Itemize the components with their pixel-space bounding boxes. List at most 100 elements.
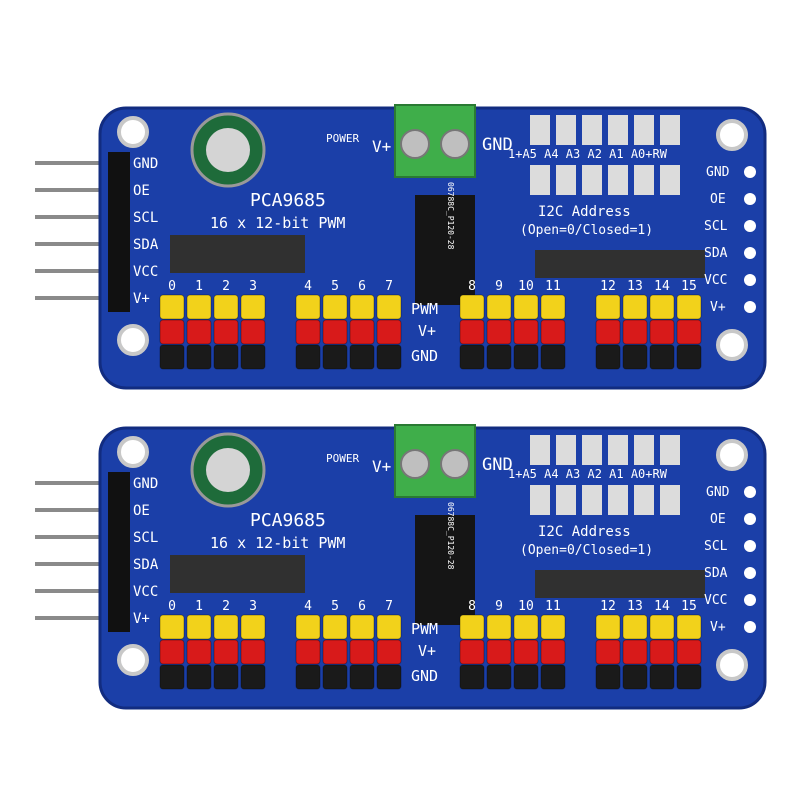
pwm-pin — [486, 614, 512, 640]
vplus-pin — [459, 319, 485, 345]
pwm-pin — [349, 294, 375, 320]
address-jumpers — [530, 435, 680, 515]
pca9685-chip — [415, 515, 475, 625]
pin-label-left-4: VCC — [133, 264, 158, 280]
i2c-note: (Open=0/Closed=1) — [520, 223, 653, 238]
vplus-pin — [486, 639, 512, 665]
pin-label-right-5: V+ — [710, 300, 726, 315]
gnd-pin — [486, 664, 512, 690]
vplus-pin — [186, 319, 212, 345]
board-graphic: GND OE SCL SDA VCC V+ PCA9685 16 x 12-bi… — [35, 424, 767, 710]
vplus-pin — [349, 639, 375, 665]
pin-label-right-4: VCC — [704, 273, 727, 288]
vplus-pin — [622, 319, 648, 345]
vplus-pin — [649, 319, 675, 345]
channel-label: 6 — [358, 599, 366, 614]
i2c-title: I2C Address — [538, 524, 631, 540]
resistor-array-left — [170, 555, 305, 593]
gnd-pin — [186, 344, 212, 370]
vplus-pin — [376, 319, 402, 345]
channel-label: 10 — [518, 279, 534, 294]
pin-label-left-2: SCL — [133, 210, 158, 226]
channel-label: 12 — [600, 599, 616, 614]
pwm-pin — [676, 614, 702, 640]
pwm-pin — [240, 614, 266, 640]
gnd-pin — [159, 344, 185, 370]
row-label-vplus: V+ — [418, 642, 436, 660]
mount-hole — [117, 436, 149, 468]
gnd-pin — [622, 664, 648, 690]
gnd-pin — [295, 664, 321, 690]
board-graphic: GND OE SCL SDA VCC V+ PCA9685 16 x 12-bi… — [35, 104, 767, 390]
channel-label: 4 — [304, 279, 312, 294]
channel-label: 5 — [331, 279, 339, 294]
gnd-pin — [486, 344, 512, 370]
pwm-pin — [186, 614, 212, 640]
vplus-pin — [213, 639, 239, 665]
pwm-pin — [159, 614, 185, 640]
pwm-pin — [213, 294, 239, 320]
gnd-pin — [213, 664, 239, 690]
mount-hole — [716, 119, 748, 151]
channel-label: 8 — [468, 599, 476, 614]
gnd-pin — [513, 664, 539, 690]
chip-subtitle: 16 x 12-bit PWM — [210, 214, 345, 232]
gnd-pin — [349, 664, 375, 690]
pwm-pin — [322, 294, 348, 320]
gnd-pin — [622, 344, 648, 370]
channel-label: 3 — [249, 279, 257, 294]
vplus-pin — [595, 319, 621, 345]
row-label-pwm: PWM — [411, 620, 438, 638]
vplus-pin — [159, 319, 185, 345]
servo-headers — [159, 294, 702, 370]
pwm-pin — [540, 614, 566, 640]
pin-label-right-1: OE — [710, 512, 726, 527]
pin-label-right-2: SCL — [704, 219, 728, 234]
gnd-pin — [513, 344, 539, 370]
chip-subtitle: 16 x 12-bit PWM — [210, 534, 345, 552]
pwm-pin — [676, 294, 702, 320]
channel-label: 15 — [681, 279, 697, 294]
pin-label-left-0: GND — [133, 476, 158, 492]
gnd-pin — [595, 344, 621, 370]
pwm-pin — [486, 294, 512, 320]
channel-label: 9 — [495, 279, 503, 294]
row-label-vplus: V+ — [418, 322, 436, 340]
channel-label: 11 — [545, 599, 561, 614]
pca9685-chip — [415, 195, 475, 305]
pwm-pin — [459, 614, 485, 640]
pwm-pin — [376, 614, 402, 640]
channel-label: 2 — [222, 599, 230, 614]
gnd-pin — [240, 664, 266, 690]
vplus-pin — [622, 639, 648, 665]
vplus-pin — [186, 639, 212, 665]
pwm-pin — [622, 294, 648, 320]
vplus-pin — [513, 319, 539, 345]
gnd-pin — [159, 664, 185, 690]
mount-hole — [117, 116, 149, 148]
vplus-pin — [595, 639, 621, 665]
pin-label-left-3: SDA — [133, 557, 159, 573]
row-label-gnd: GND — [411, 347, 438, 365]
pwm-pin — [513, 614, 539, 640]
mount-hole — [716, 329, 748, 361]
vplus-pin — [649, 639, 675, 665]
mount-hole — [716, 439, 748, 471]
pwm-pin — [376, 294, 402, 320]
vplus-pin — [540, 319, 566, 345]
gnd-pin — [649, 344, 675, 370]
chip-title: PCA9685 — [250, 510, 326, 531]
i2c-title: I2C Address — [538, 204, 631, 220]
gnd-pin — [540, 664, 566, 690]
gnd-label: GND — [482, 455, 513, 475]
vplus-pin — [240, 319, 266, 345]
i2c-note: (Open=0/Closed=1) — [520, 543, 653, 558]
gnd-pin — [213, 344, 239, 370]
address-jumpers — [530, 115, 680, 195]
pwm-pin — [295, 294, 321, 320]
pca9685-board-top: GND OE SCL SDA VCC V+ PCA9685 16 x 12-bi… — [0, 100, 800, 400]
gnd-pin — [186, 664, 212, 690]
address-labels: 1+A5 A4 A3 A2 A1 A0+RW — [508, 147, 668, 161]
pwm-pin — [622, 614, 648, 640]
